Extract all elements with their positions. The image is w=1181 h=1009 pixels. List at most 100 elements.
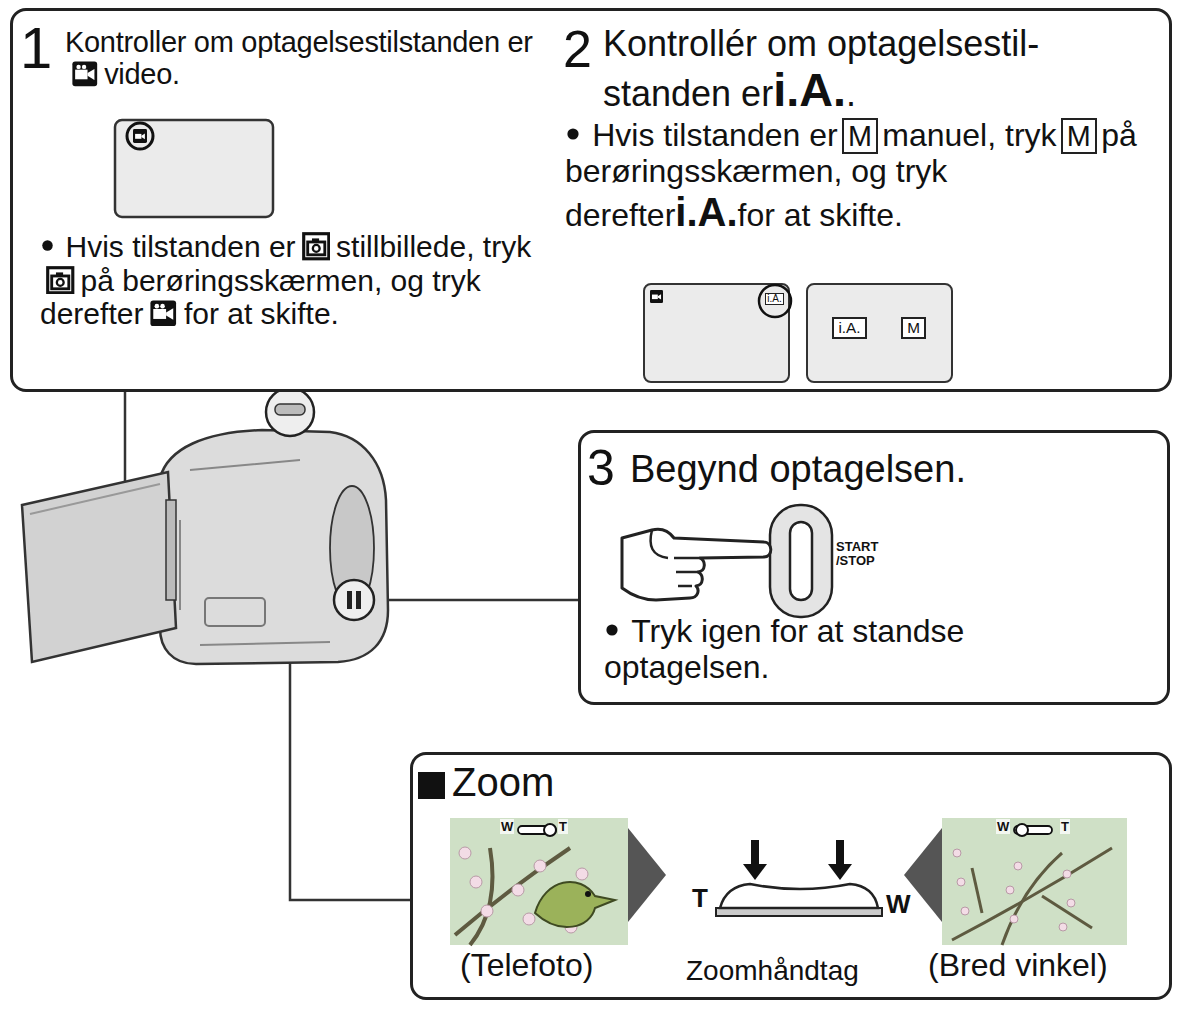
picture-ground	[942, 818, 1127, 945]
text: START /STOP	[836, 539, 878, 568]
text: video.	[104, 58, 180, 90]
boxed-label: M	[1061, 118, 1097, 154]
video-icon	[149, 299, 178, 328]
branch	[972, 868, 982, 913]
icon-frame	[133, 129, 147, 143]
bullet-icon	[565, 126, 581, 142]
arrow-shaft	[836, 840, 844, 866]
icon-frame	[151, 301, 177, 327]
icon-reel	[155, 304, 160, 309]
zoom-example-picture	[942, 818, 1127, 945]
icon-frame	[72, 62, 97, 87]
text: T	[558, 819, 568, 834]
picture-ground	[450, 818, 628, 945]
icon-lens	[141, 134, 145, 140]
arrow-shaft	[751, 840, 759, 866]
icon-reel	[76, 65, 80, 69]
camera-icon	[302, 232, 331, 261]
text: Hvis tilstanden er	[66, 230, 296, 263]
icon-frame	[650, 290, 663, 303]
icon-lens	[166, 309, 173, 320]
blossom	[523, 913, 535, 925]
mode-button: M	[884, 317, 944, 339]
screen-box: i.A. M	[806, 283, 953, 383]
text: Zoom	[452, 760, 554, 804]
blossom	[1063, 870, 1071, 878]
blossom	[1010, 915, 1018, 923]
branch	[470, 848, 493, 945]
thumb-line	[651, 530, 668, 558]
body-detail	[180, 460, 330, 645]
branch	[455, 848, 570, 935]
highlight-circle	[759, 285, 791, 317]
branch	[1002, 853, 1062, 945]
arrow-head	[828, 864, 852, 880]
button-label: START /STOP	[836, 540, 882, 567]
part-name: Zoomhåndtag	[686, 955, 906, 986]
text: T	[1060, 819, 1070, 834]
text: (Telefoto)	[460, 947, 593, 983]
lever-letter: W	[886, 890, 916, 919]
boxed-label: M	[842, 118, 878, 154]
video-icon	[650, 290, 663, 303]
icon-lens	[312, 245, 319, 252]
boxed-label: i.A.	[832, 317, 866, 339]
heading-square	[418, 772, 445, 799]
blossom	[1059, 923, 1067, 931]
icon-body	[651, 294, 657, 299]
blossom	[1014, 862, 1022, 870]
bird	[535, 882, 615, 927]
blossom	[1067, 899, 1075, 907]
icon-body	[52, 276, 69, 289]
flap-edge	[30, 484, 160, 514]
slider-letter: W	[500, 820, 516, 835]
section-heading: Zoom	[452, 760, 612, 805]
icon-lens	[57, 279, 64, 286]
icon-frame	[303, 234, 328, 259]
icon-reel	[161, 304, 166, 309]
zoom-example-picture	[450, 818, 628, 945]
text: 2	[563, 20, 592, 78]
finger-lines	[674, 558, 700, 586]
bullet-dot	[567, 129, 578, 140]
icon-lens	[87, 69, 94, 80]
bird-eye	[585, 891, 591, 897]
text: .	[846, 73, 856, 114]
zoom-lever	[720, 884, 878, 908]
bullet-icon	[40, 238, 55, 253]
icon-body	[135, 134, 141, 139]
icon-body	[75, 70, 87, 80]
arrow-head	[743, 864, 767, 880]
blossom	[587, 897, 599, 909]
step-heading: Begynd optagelsen.	[630, 448, 1160, 491]
highlight-circle	[127, 123, 153, 149]
camera-body	[160, 430, 388, 664]
text: W	[886, 889, 911, 919]
slider-knob	[544, 824, 556, 836]
slider-letter: T	[558, 820, 572, 835]
bullet-icon	[604, 622, 620, 638]
step-heading: Kontrollér om optagelsestil- standen eri…	[603, 24, 1163, 117]
pointer-triangle	[628, 828, 666, 922]
boxed-label: i.A.	[765, 293, 783, 306]
text: i.A.	[773, 64, 846, 116]
blossom	[957, 878, 965, 886]
blossom	[576, 868, 588, 880]
blossom	[953, 849, 961, 857]
step-panel: 3Begynd optagelsen.START /STOPTryk igen …	[578, 430, 1170, 705]
branch	[1042, 896, 1092, 928]
slider-knob	[1016, 824, 1028, 836]
lcd-screen	[115, 120, 273, 217]
text: W	[996, 819, 1010, 834]
boxed-label: M	[901, 317, 926, 339]
bullet-dot	[606, 625, 617, 636]
view-caption: (Bred vinkel)	[928, 948, 1166, 984]
icon-body	[307, 242, 324, 255]
mode-button: i.A.	[820, 317, 880, 339]
text: (Bred vinkel)	[928, 947, 1108, 983]
icon-frame	[48, 267, 73, 292]
text: 3	[587, 440, 615, 496]
step-panel: ZoomWTTWWT(Telefoto)Zoomhåndtag(Bred vin…	[410, 752, 1172, 1000]
step-note: Hvis tilstanden erstillbillede, trykpå b…	[40, 230, 545, 331]
